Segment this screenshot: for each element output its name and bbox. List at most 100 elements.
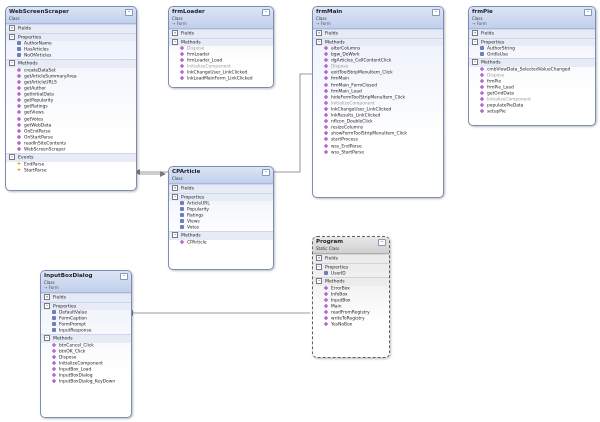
collapse-chevron-icon[interactable]: ⌃: [262, 9, 270, 16]
method-item[interactable]: setupPie: [469, 109, 595, 115]
collapse-minus-icon[interactable]: −: [172, 232, 178, 239]
collapse-chevron-icon[interactable]: ⌃: [378, 239, 386, 246]
event-item[interactable]: StartParse: [6, 167, 136, 174]
method-item[interactable]: InputBoxDialog: [41, 373, 131, 379]
method-item[interactable]: getVotes: [6, 116, 136, 123]
expand-plus-icon[interactable]: +: [316, 30, 322, 36]
method-item[interactable]: resizeColumns: [313, 124, 443, 131]
method-item[interactable]: getInitialData: [6, 91, 136, 98]
collapse-chevron-icon[interactable]: ⌃: [120, 273, 128, 280]
method-item[interactable]: btnCancel_Click: [41, 342, 131, 349]
method-item[interactable]: Dispose: [169, 45, 273, 52]
properties-section[interactable]: −Properties: [313, 262, 389, 271]
properties-section[interactable]: −Properties: [169, 192, 273, 201]
method-item[interactable]: populatePieData: [469, 102, 595, 109]
collapse-minus-icon[interactable]: −: [9, 154, 15, 161]
expand-plus-icon[interactable]: +: [316, 255, 322, 261]
expand-plus-icon[interactable]: +: [172, 30, 178, 36]
property-item[interactable]: Views: [169, 219, 273, 225]
method-item[interactable]: showFormToolStripMenuItem_Click: [313, 131, 443, 137]
method-item[interactable]: frmMain: [313, 76, 443, 82]
method-item[interactable]: readFromRegistry: [313, 309, 389, 316]
method-item[interactable]: Dispose: [313, 64, 443, 70]
methods-section[interactable]: −Methods: [6, 59, 136, 68]
class-webscreenscraper[interactable]: WebScreenScraper Class ⌃ +Fields −Proper…: [5, 6, 137, 191]
collapse-minus-icon[interactable]: −: [44, 302, 50, 309]
properties-section[interactable]: −Properties: [6, 32, 136, 41]
method-item[interactable]: getAuthor: [6, 85, 136, 92]
expand-plus-icon[interactable]: +: [9, 25, 15, 31]
method-item[interactable]: wss_EndParse: [313, 143, 443, 150]
method-item[interactable]: ErrorBox: [313, 285, 389, 292]
method-item[interactable]: startProcess: [313, 137, 443, 143]
method-item[interactable]: frmMain_Load: [313, 88, 443, 95]
property-item[interactable]: FormCaption: [41, 316, 131, 322]
methods-section[interactable]: −Methods: [41, 334, 131, 343]
methods-section[interactable]: −Methods: [169, 37, 273, 46]
method-item[interactable]: frmPie: [469, 78, 595, 85]
method-item[interactable]: alterColumns: [313, 45, 443, 52]
collapse-chevron-icon[interactable]: ⌃: [125, 9, 133, 16]
collapse-minus-icon[interactable]: −: [172, 38, 178, 45]
collapse-minus-icon[interactable]: −: [472, 59, 478, 66]
method-item[interactable]: Main: [313, 303, 389, 310]
method-item[interactable]: YesNoBox: [313, 321, 389, 328]
method-item[interactable]: InitializeComponent: [469, 96, 595, 103]
method-item[interactable]: readInSiteContents: [6, 140, 136, 147]
property-item[interactable]: DefaultValue: [41, 310, 131, 316]
property-item[interactable]: GridIsUse: [469, 52, 595, 58]
method-item[interactable]: lnkResults_LinkClicked: [313, 112, 443, 119]
method-item[interactable]: createDataSet: [6, 67, 136, 74]
collapse-minus-icon[interactable]: −: [172, 193, 178, 200]
method-item[interactable]: CPArticle: [169, 239, 273, 246]
method-item[interactable]: frmLoader: [169, 51, 273, 58]
property-item[interactable]: UserID: [313, 271, 389, 277]
expand-plus-icon[interactable]: +: [472, 30, 478, 36]
property-item[interactable]: FormPrompt: [41, 322, 131, 328]
property-item[interactable]: AuthorName: [6, 41, 136, 47]
fields-section[interactable]: +Fields: [313, 254, 389, 263]
method-item[interactable]: dgArticles_CellContentClick: [313, 57, 443, 64]
property-item[interactable]: HasArticles: [6, 47, 136, 53]
method-item[interactable]: frmMain_FormClosed: [313, 82, 443, 89]
method-item[interactable]: InputBox: [313, 297, 389, 304]
properties-section[interactable]: −Properties: [41, 301, 131, 310]
method-item[interactable]: InfoBox: [313, 291, 389, 298]
collapse-minus-icon[interactable]: −: [472, 38, 478, 45]
method-item[interactable]: InitializeComponent: [313, 100, 443, 107]
fields-section[interactable]: +Fields: [41, 293, 131, 302]
method-item[interactable]: getArticleURLS: [6, 79, 136, 86]
method-item[interactable]: OnStartParse: [6, 134, 136, 141]
property-item[interactable]: InputResponse: [41, 328, 131, 334]
method-item[interactable]: getArticleSummaryArea: [6, 73, 136, 80]
method-item[interactable]: writeToRegistry: [313, 315, 389, 322]
class-frmloader[interactable]: frmLoader Class → Form ⌃ +Fields −Method…: [168, 6, 274, 88]
class-cparticle[interactable]: CPArticle Class ⌃ +Fields −Properties Ar…: [168, 166, 274, 270]
property-item[interactable]: Votes: [169, 225, 273, 231]
expand-plus-icon[interactable]: +: [172, 185, 178, 191]
method-item[interactable]: frmLoader_Load: [169, 57, 273, 64]
method-item[interactable]: bgw_DoWork: [313, 51, 443, 58]
property-item[interactable]: Ratings: [169, 213, 273, 219]
collapse-minus-icon[interactable]: −: [9, 60, 15, 67]
fields-section[interactable]: +Fields: [169, 184, 273, 193]
property-item[interactable]: Popularity: [169, 207, 273, 213]
collapse-chevron-icon[interactable]: ⌃: [262, 169, 270, 176]
method-item[interactable]: wss_StartParse: [313, 149, 443, 156]
property-item[interactable]: NoOfArticles: [6, 53, 136, 59]
fields-section[interactable]: +Fields: [469, 29, 595, 38]
methods-section[interactable]: −Methods: [313, 277, 389, 286]
class-inputboxdialog[interactable]: InputBoxDialog Class → Form ⌃ +Fields −P…: [40, 270, 132, 418]
class-frmpie[interactable]: frmPie Class → Form ⌃ +Fields −Propertie…: [468, 6, 596, 126]
method-item[interactable]: WebScreenScraper: [6, 146, 136, 153]
collapse-minus-icon[interactable]: −: [316, 38, 322, 45]
method-item[interactable]: nfIcon_DoubleClick: [313, 118, 443, 125]
method-item[interactable]: Dispose: [41, 354, 131, 361]
method-item[interactable]: InitializeComponent: [169, 64, 273, 70]
expand-plus-icon[interactable]: +: [44, 294, 50, 300]
method-item[interactable]: InputBox_Load: [41, 366, 131, 373]
method-item[interactable]: getViews: [6, 110, 136, 116]
collapse-minus-icon[interactable]: −: [9, 33, 15, 40]
class-frmmain[interactable]: frmMain Class → Form ⌃ +Fields −Methods …: [312, 6, 444, 198]
method-item[interactable]: lnkLoadMainForm_LinkClicked: [169, 76, 273, 82]
